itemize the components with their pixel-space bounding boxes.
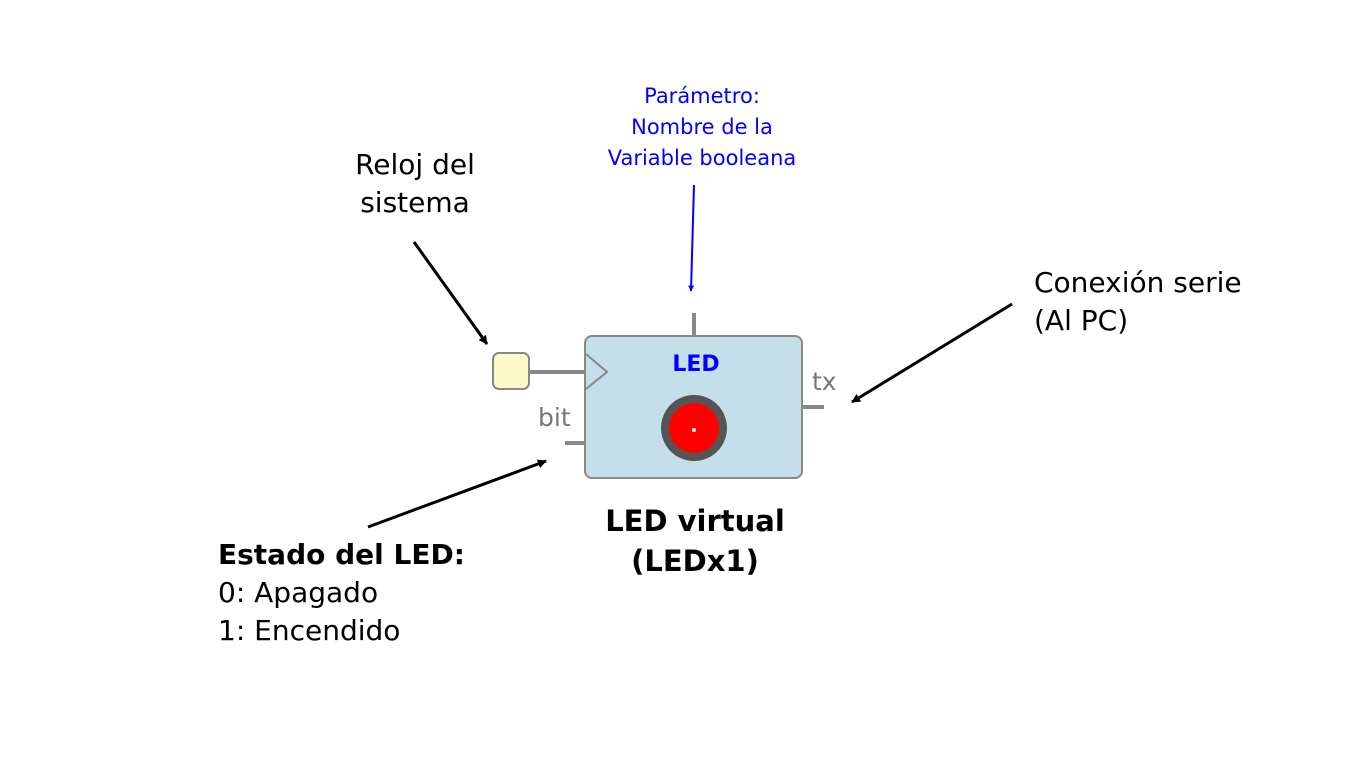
state-arrow: [367, 459, 547, 529]
serial-annotation-line: (Al PC): [1034, 304, 1129, 337]
parameter-annotation-line: Nombre de la: [631, 115, 773, 139]
clock-arrow: [412, 241, 489, 345]
serial-arrow: [851, 302, 1013, 404]
serial-annotation: Conexión serie (Al PC): [1034, 264, 1242, 340]
led-state-annotation: Estado del LED: 0: Apagado 1: Encendido: [218, 536, 465, 650]
led-indicator-highlight: [692, 428, 696, 432]
clock-annotation-line: sistema: [360, 186, 470, 219]
led-block-caption-line: LED virtual: [605, 504, 785, 538]
led-block-caption-line: (LEDx1): [631, 544, 759, 578]
serial-annotation-line: Conexión serie: [1034, 266, 1242, 299]
led-block-title: LED: [672, 352, 720, 377]
parameter-annotation: Parámetro: Nombre de la Variable boolean…: [595, 81, 809, 174]
led-block-caption: LED virtual (LEDx1): [590, 501, 800, 581]
parameter-annotation-line: Variable booleana: [607, 146, 797, 170]
bit-port-label: bit: [538, 403, 571, 432]
led-state-line: 1: Encendido: [218, 614, 401, 647]
parameter-arrow: [688, 184, 695, 292]
clock-input-triangle: [585, 353, 609, 390]
tx-port-label: tx: [812, 367, 837, 396]
led-state-title: Estado del LED:: [218, 538, 465, 571]
parameter-annotation-line: Parámetro:: [644, 84, 760, 108]
clock-annotation-line: Reloj del: [355, 148, 475, 181]
led-state-line: 0: Apagado: [218, 576, 379, 609]
clock-source-block[interactable]: [492, 352, 530, 390]
clock-annotation: Reloj del sistema: [340, 146, 490, 222]
